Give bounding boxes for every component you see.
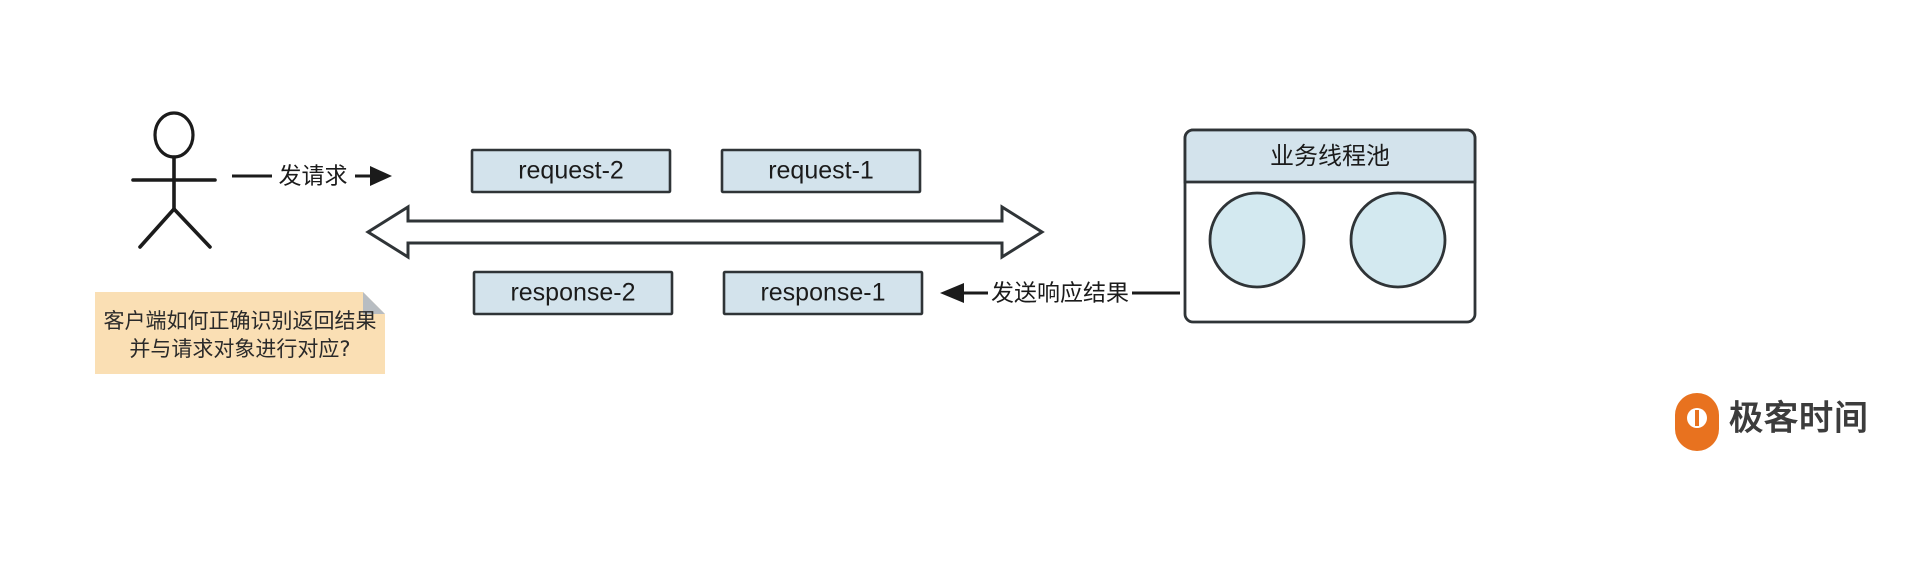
business-thread-pool[interactable]: 业务线程池 [1183, 128, 1477, 324]
actor-right-leg-line [172, 207, 212, 249]
thread-circle-2[interactable] [1349, 191, 1447, 289]
request-box-1[interactable] [720, 148, 922, 194]
response-box-1-label: response-1 [760, 279, 885, 307]
send-response-label: 发送响应结果 [991, 281, 1129, 307]
response-box-1[interactable] [722, 270, 924, 316]
request-box-1-label: request-1 [768, 157, 874, 185]
thread-pool-header [1183, 128, 1477, 184]
request-box-2[interactable] [470, 148, 672, 194]
note-callout: 客户端如何正确识别返回结果 并与请求对象进行对应? [95, 292, 385, 374]
response-box-2-label: response-2 [510, 279, 635, 307]
channel-arrow-shape [365, 204, 1045, 260]
geektime-logo-inner-bar-icon [1695, 410, 1699, 426]
note-fold-corner-icon [363, 292, 385, 314]
note-line-2: 并与请求对象进行对应? [129, 337, 350, 361]
note-line-1: 客户端如何正确识别返回结果 [104, 309, 377, 333]
response-box-group: response-2 response-1 [472, 270, 924, 316]
client-actor [131, 111, 217, 249]
thread-pool-title: 业务线程池 [1270, 142, 1390, 170]
send-request-label: 发请求 [279, 164, 348, 190]
send-response-arrow: 发送响应结果 [940, 281, 1180, 307]
request-box-2-label: request-2 [518, 157, 624, 185]
note-background [95, 292, 385, 374]
bidirectional-channel-arrow [365, 204, 1045, 260]
send-response-arrowhead-icon [940, 283, 964, 303]
thread-circle-1[interactable] [1208, 191, 1306, 289]
send-request-arrowhead-icon [370, 166, 392, 186]
actor-left-leg-line [138, 207, 176, 249]
geektime-logo: 极客时间 [1675, 393, 1869, 451]
request-box-group: request-2 request-1 [470, 148, 922, 194]
actor-head-icon [153, 111, 195, 159]
geektime-logo-text: 极客时间 [1729, 399, 1869, 439]
send-request-arrow: 发请求 [232, 164, 392, 190]
response-box-2[interactable] [472, 270, 674, 316]
